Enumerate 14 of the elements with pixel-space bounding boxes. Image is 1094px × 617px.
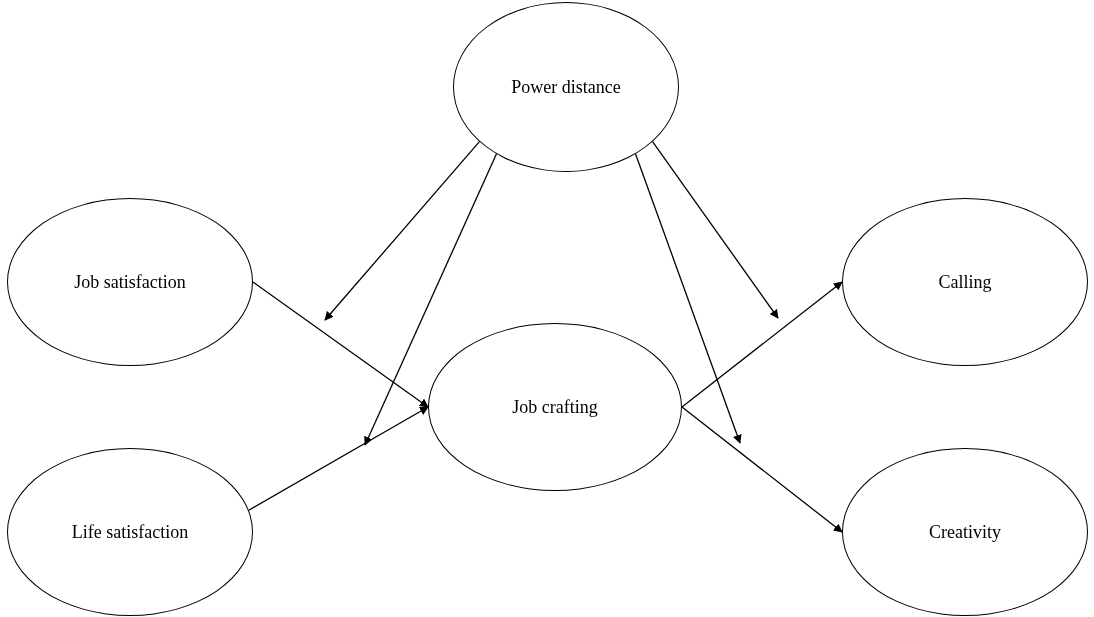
construct-label: Power distance [511, 76, 621, 98]
arrow [248, 406, 429, 511]
arrow [324, 141, 481, 321]
arrow [634, 153, 742, 444]
construct-label: Job crafting [512, 396, 598, 418]
construct-label: Creativity [929, 521, 1001, 543]
construct-label: Calling [938, 271, 992, 293]
construct-label: Life satisfaction [71, 521, 189, 543]
arrow [364, 153, 498, 446]
arrow [651, 141, 779, 319]
construct-label: Job satisfaction [74, 271, 186, 293]
arrow [681, 281, 843, 408]
arrow [252, 281, 429, 408]
arrow [681, 406, 843, 533]
